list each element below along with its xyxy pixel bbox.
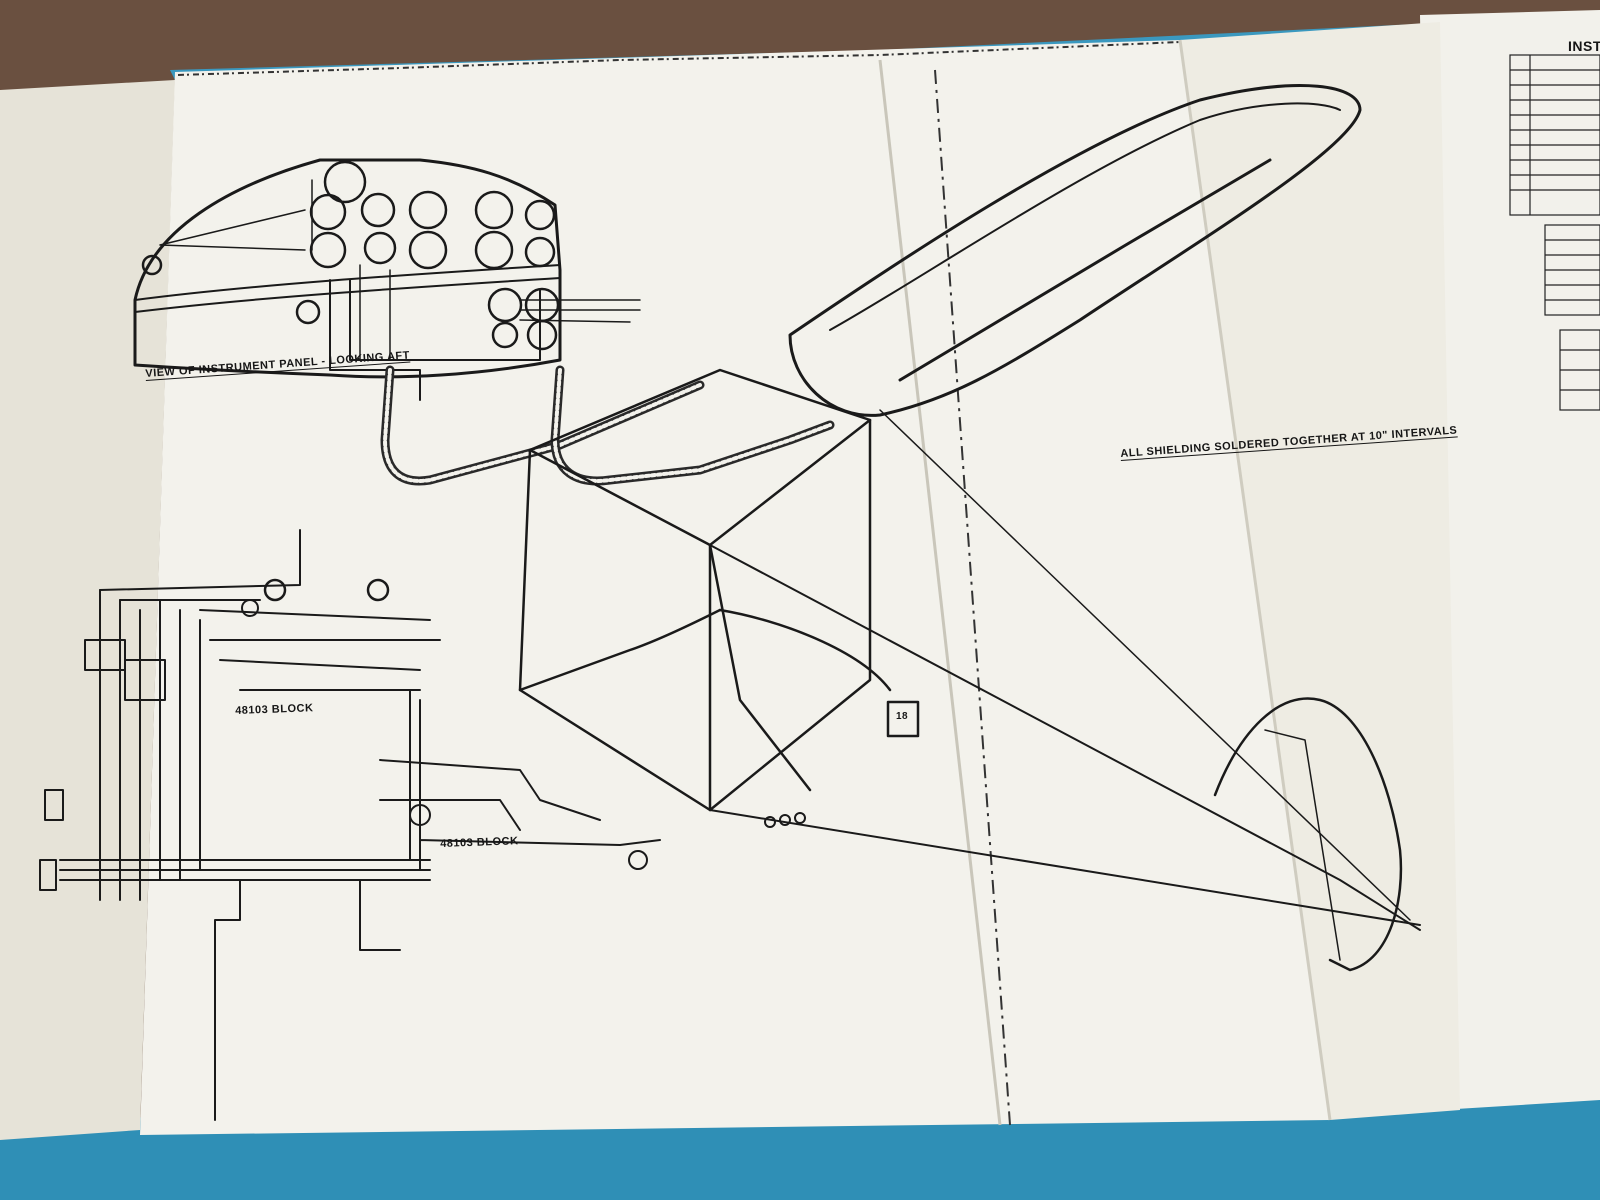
gauge-row1-2 [360, 192, 396, 228]
gauge-row1-5 [524, 199, 556, 231]
schematic-terminal-1 [44, 789, 64, 821]
schematic-bus-main [59, 859, 431, 881]
panel-right-wires [519, 299, 641, 323]
junction-box-18 [886, 700, 920, 738]
fuselage-box-front [518, 448, 712, 812]
schematic-component-c [241, 599, 259, 617]
shielded-conduit-mid-inner [553, 368, 832, 483]
schematic-relay-1 [84, 639, 126, 671]
gauge-lower-left [295, 299, 321, 325]
gauge-lower-1 [487, 287, 523, 323]
left-underlying-page [0, 80, 175, 1140]
tail-fin [1213, 697, 1403, 972]
schematic-terminal-2 [39, 859, 57, 891]
panel-harness [329, 279, 541, 401]
upper-fairing-wire [898, 158, 1272, 382]
panel-leader-lines [159, 179, 391, 361]
connector-1 [764, 816, 776, 828]
gauge-row2-4 [474, 230, 514, 270]
shielded-conduit-left-inner [383, 368, 702, 483]
fuselage-box-right [708, 418, 872, 812]
right-fold [1178, 39, 1332, 1121]
sheet-heading: INST [1568, 38, 1600, 54]
instrument-panel-outline [133, 158, 562, 379]
schematic-relay-2 [124, 659, 166, 701]
gauge-top-center [323, 160, 367, 204]
schematic-component-d [409, 804, 431, 826]
schematic-component-a [263, 578, 287, 602]
wire-to-tail [708, 543, 812, 792]
gauge-row2-1 [309, 231, 347, 269]
gauge-row2-2 [363, 231, 397, 265]
schematic-component-b [366, 578, 390, 602]
tail-boom-upper [709, 544, 1421, 931]
foldout-panel [1180, 22, 1460, 1120]
schematic-top-bus [99, 529, 441, 691]
tail-boom-lower [709, 809, 1421, 926]
parts-table [1509, 54, 1600, 411]
gauge-left [141, 254, 163, 276]
box-number: 18 [896, 711, 909, 722]
upper-fairing [788, 84, 1362, 417]
gauge-row1-1 [309, 193, 347, 231]
upper-fairing-inner [829, 102, 1341, 331]
gauge-row2-3 [408, 230, 448, 270]
connector-3 [794, 812, 806, 824]
schematic-component-e [628, 850, 648, 870]
tail-boom-mid [879, 409, 1411, 921]
connector-2 [779, 814, 791, 826]
fold-dashed [934, 69, 1011, 1126]
schematic-right-branch [379, 689, 661, 871]
schematic-verticals [99, 589, 201, 901]
gauge-row2-5 [524, 236, 556, 268]
wire-to-box18 [718, 608, 892, 692]
gauge-row1-4 [474, 190, 514, 230]
schematic-bottom-leads [214, 879, 401, 1121]
wire-left-branch [518, 608, 722, 692]
center-fold [878, 59, 1002, 1126]
gauge-row1-3 [408, 190, 448, 230]
gauge-lower-4 [491, 321, 519, 349]
blueprint-sheet [140, 40, 1330, 1135]
tail-fin-inner [1264, 729, 1341, 961]
